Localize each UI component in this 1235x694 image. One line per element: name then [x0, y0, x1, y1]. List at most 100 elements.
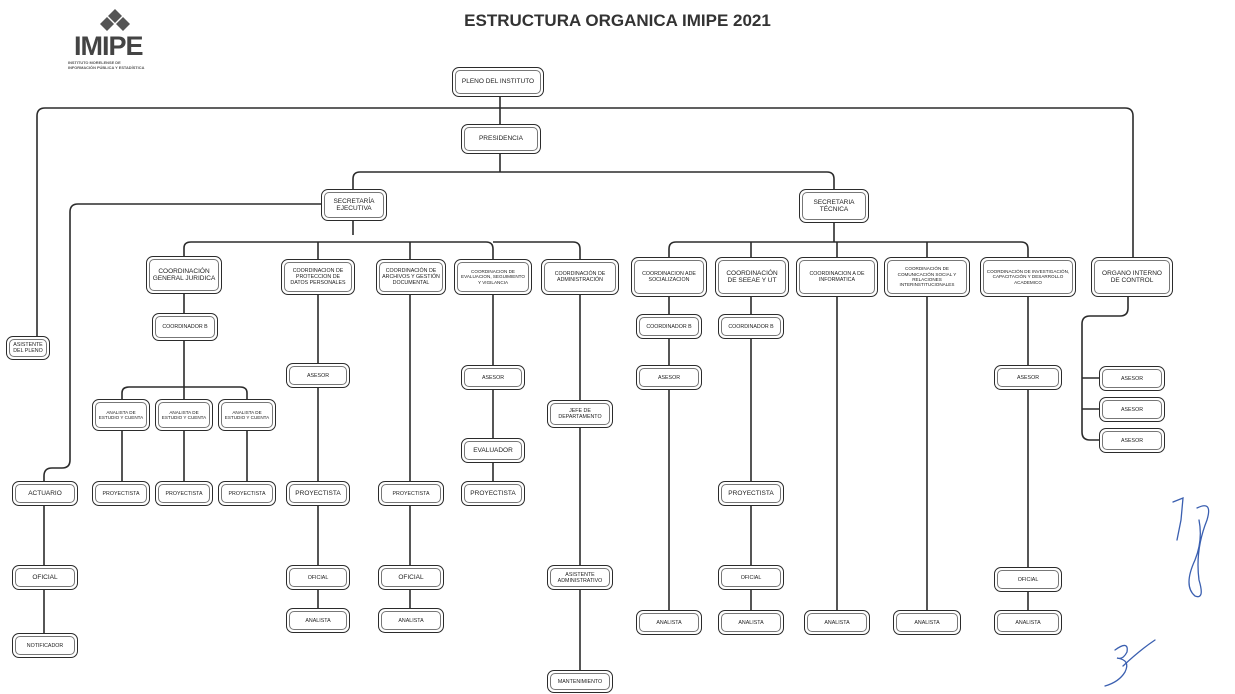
node-coord-evaluacion: COORDINACION DE EVALUACION, SEGUIMIENTO …	[454, 259, 532, 295]
node-asesor-oic-1: ASESOR	[1099, 366, 1165, 391]
node-label: ANALISTA	[381, 611, 441, 630]
node-coord-juridica: COORDINACIÓN GENERAL JURIDICA	[146, 256, 222, 294]
node-label: ANALISTA	[997, 613, 1059, 632]
node-label: SECRETARÍA EJECUTIVA	[324, 192, 384, 218]
node-asesor-1: ASESOR	[286, 363, 350, 388]
node-asesor-2: ASESOR	[461, 365, 525, 390]
node-label: SECRETARIA TÉCNICA	[802, 192, 866, 220]
node-label: ASISTENTE ADMINISTRATIVO	[550, 568, 610, 587]
node-oficial-2: OFICIAL	[286, 565, 350, 590]
node-label: OFICIAL	[381, 568, 441, 587]
node-analista-5: ANALISTA	[804, 610, 870, 635]
node-jefe-depto: JEFE DE DEPARTAMENTO	[547, 400, 613, 428]
node-asistente-admin: ASISTENTE ADMINISTRATIVO	[547, 565, 613, 590]
imipe-logo: IMIPE INSTITUTO MORELENSE DE INFORMACIÓN…	[68, 8, 172, 70]
node-presidencia: PRESIDENCIA	[461, 124, 541, 154]
node-label: COORDINACIÓN DE INVESTIGACIÓN, CAPACITAC…	[983, 260, 1073, 294]
node-organo-control: ORGANO INTERNO DE CONTROL	[1091, 257, 1173, 297]
logo-subtitle-line1: INSTITUTO MORELENSE DE	[68, 60, 121, 65]
node-label: ANALISTA	[896, 613, 958, 632]
node-label: PROYECTISTA	[221, 484, 273, 503]
node-label: COORDINACIÓN GENERAL JURIDICA	[149, 259, 219, 291]
node-analista-estudio-2: ANALISTA DE ESTUDIO Y CUENTA	[155, 399, 213, 431]
node-analista-estudio-1: ANALISTA DE ESTUDIO Y CUENTA	[92, 399, 150, 431]
node-asistente-pleno: ASISTENTE DEL PLENO	[6, 336, 50, 360]
node-label: ASISTENTE DEL PLENO	[9, 339, 47, 357]
node-label: ORGANO INTERNO DE CONTROL	[1094, 260, 1170, 294]
node-label: COORDINADOR B	[155, 316, 215, 338]
node-analista-4: ANALISTA	[718, 610, 784, 635]
node-label: OFICIAL	[997, 570, 1059, 589]
node-label: ASESOR	[639, 368, 699, 387]
node-mantenimiento: MANTENIMIENTO	[547, 670, 613, 693]
node-oficial-4: OFICIAL	[718, 565, 784, 590]
node-coord-seeae: COORDINACIÓN DE SEEAE y UT	[715, 257, 789, 297]
node-coord-comunicacion: COORDINACIÓN DE COMUNICACIÓN SOCIAL Y RE…	[884, 257, 970, 297]
node-label: OFICIAL	[721, 568, 781, 587]
node-coord-archivos: COORDINACIÓN DE ARCHIVOS Y GESTIÓN DOCUM…	[376, 259, 446, 295]
node-proyectista-2: PROYECTISTA	[155, 481, 213, 506]
node-analista-estudio-3: ANALISTA DE ESTUDIO Y CUENTA	[218, 399, 276, 431]
node-pleno: PLENO DEL INSTITUTO	[452, 67, 544, 97]
node-label: COORDINACIÓN DE SEEAE y UT	[718, 260, 786, 294]
logo-subtitle: INSTITUTO MORELENSE DE INFORMACIÓN PÚBLI…	[68, 60, 172, 70]
node-label: ASESOR	[464, 368, 522, 387]
node-label: PROYECTISTA	[158, 484, 210, 503]
node-coordinador-b-1: COORDINADOR B	[152, 313, 218, 341]
node-proyectista-3: PROYECTISTA	[218, 481, 276, 506]
node-actuario: ACTUARIO	[12, 481, 78, 506]
node-coordinador-b-3: COORDINADOR B	[718, 314, 784, 339]
node-secretaria-tecnica: SECRETARIA TÉCNICA	[799, 189, 869, 223]
node-label: ANALISTA DE ESTUDIO Y CUENTA	[95, 402, 147, 428]
node-coord-administracion: COORDINACIÓN DE ADMINISTRACIÓN	[541, 259, 619, 295]
node-proyectista-1: PROYECTISTA	[92, 481, 150, 506]
node-analista-2: ANALISTA	[378, 608, 444, 633]
node-secretaria-ejecutiva: SECRETARÍA EJECUTIVA	[321, 189, 387, 221]
node-label: ANALISTA	[807, 613, 867, 632]
node-label: ANALISTA DE ESTUDIO Y CUENTA	[158, 402, 210, 428]
node-label: COORDINACION ADE SOCIALIZACION	[634, 260, 704, 294]
logo-diamond-icon	[100, 9, 130, 31]
node-label: ASESOR	[289, 366, 347, 385]
node-label: EVALUADOR	[464, 441, 522, 460]
node-proyectista-7: PROYECTISTA	[718, 481, 784, 506]
node-proyectista-6: PROYECTISTA	[461, 481, 525, 506]
node-label: COORDINADOR B	[721, 317, 781, 336]
node-label: PLENO DEL INSTITUTO	[455, 70, 541, 94]
node-analista-6: ANALISTA	[893, 610, 961, 635]
node-label: PRESIDENCIA	[464, 127, 538, 151]
node-label: COORDINACIÓN DE ARCHIVOS Y GESTIÓN DOCUM…	[379, 262, 443, 292]
node-asesor-3: ASESOR	[636, 365, 702, 390]
node-label: JEFE DE DEPARTAMENTO	[550, 403, 610, 425]
node-oficial-3: OFICIAL	[378, 565, 444, 590]
node-coord-informatica: COORDINACION A DE INFORMATICA	[796, 257, 878, 297]
logo-word: IMIPE	[74, 31, 144, 61]
node-coord-proteccion: COORDINACION DE PROTECCION DE DATOS PERS…	[281, 259, 355, 295]
node-coord-investigacion: COORDINACIÓN DE INVESTIGACIÓN, CAPACITAC…	[980, 257, 1076, 297]
node-label: ANALISTA	[721, 613, 781, 632]
node-analista-1: ANALISTA	[286, 608, 350, 633]
node-coord-socializacion: COORDINACION ADE SOCIALIZACION	[631, 257, 707, 297]
node-label: OFICIAL	[15, 568, 75, 587]
node-proyectista-5: PROYECTISTA	[378, 481, 444, 506]
node-asesor-oic-2: ASESOR	[1099, 397, 1165, 422]
node-label: COORDINACIÓN DE COMUNICACIÓN SOCIAL Y RE…	[887, 260, 967, 294]
page-title: ESTRUCTURA ORGANICA IMIPE 2021	[464, 11, 771, 30]
node-label: PROYECTISTA	[464, 484, 522, 503]
node-proyectista-4: PROYECTISTA	[286, 481, 350, 506]
node-label: COORDINACIÓN DE ADMINISTRACIÓN	[544, 262, 616, 292]
node-label: ANALISTA	[639, 613, 699, 632]
node-label: PROYECTISTA	[289, 484, 347, 503]
node-label: ASESOR	[1102, 400, 1162, 419]
node-label: ANALISTA	[289, 611, 347, 630]
node-label: COORDINACION A DE INFORMATICA	[799, 260, 875, 294]
node-label: ACTUARIO	[15, 484, 75, 503]
handwritten-signature	[1104, 497, 1210, 687]
node-oficial-1: OFICIAL	[12, 565, 78, 590]
node-asesor-oic-3: ASESOR	[1099, 428, 1165, 453]
node-label: COORDINACION DE EVALUACION, SEGUIMIENTO …	[457, 262, 529, 292]
node-label: ANALISTA DE ESTUDIO Y CUENTA	[221, 402, 273, 428]
node-label: COORDINADOR B	[639, 317, 699, 336]
node-asesor-4: ASESOR	[994, 365, 1062, 390]
node-evaluador: EVALUADOR	[461, 438, 525, 463]
